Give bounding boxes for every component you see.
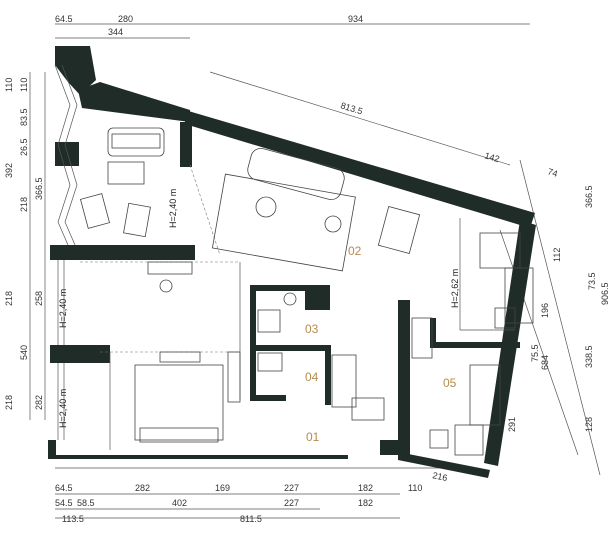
dim-bottom-r3-1: 113.5 bbox=[62, 514, 84, 524]
dim-right-10: 128 bbox=[584, 417, 594, 432]
dim-interior-1: 813.5 bbox=[339, 100, 363, 116]
dim-left-1: 110 bbox=[4, 78, 14, 92]
dim-right-3: 73.5 bbox=[587, 272, 597, 290]
dim-bottom-r1-3: 169 bbox=[215, 483, 230, 493]
dim-bottom-r2-1: 54.5 bbox=[55, 498, 73, 508]
height-label-study: H=2,40 m bbox=[58, 289, 68, 328]
dim-left-10: 540 bbox=[19, 345, 29, 360]
height-labels: H=2,40 m H=2,62 m H=2,40 m H=2,40 m bbox=[58, 189, 460, 428]
dim-bottom-r2-3: 402 bbox=[172, 498, 187, 508]
dim-top: 64.5 280 934 344 bbox=[55, 14, 363, 37]
dim-left-12: 282 bbox=[34, 395, 44, 410]
dim-bottom-r1-5: 182 bbox=[358, 483, 373, 493]
dim-left-8: 218 bbox=[4, 291, 14, 306]
height-label-kitchen: H=2,62 m bbox=[450, 269, 460, 308]
dim-top-4: 344 bbox=[108, 27, 123, 37]
dim-bottom-r1-1: 64.5 bbox=[55, 483, 73, 493]
room-05-label: 05 bbox=[443, 376, 457, 390]
dim-left-9: 258 bbox=[34, 291, 44, 306]
dim-right-8: 338.5 bbox=[584, 345, 594, 368]
dim-bottom-r1-2: 282 bbox=[135, 483, 150, 493]
dim-left-5: 392 bbox=[4, 163, 14, 178]
dim-right-6: 75.5 bbox=[530, 344, 540, 362]
dim-bottom-r1-4: 227 bbox=[284, 483, 299, 493]
dim-bottom-r3-2: 811.5 bbox=[240, 514, 262, 524]
room-04-label: 04 bbox=[305, 370, 319, 384]
dim-right-4: 906.5 bbox=[600, 282, 610, 305]
room-labels: 01 02 03 04 05 bbox=[305, 244, 457, 444]
room-01-label: 01 bbox=[306, 430, 320, 444]
dim-left-3: 83.5 bbox=[19, 108, 29, 126]
dim-interior-2: 142 bbox=[483, 150, 500, 164]
dim-bottom-r2-2: 58.5 bbox=[77, 498, 95, 508]
dim-interior-4: 216 bbox=[432, 470, 449, 483]
dim-top-1: 64.5 bbox=[55, 14, 73, 24]
dim-top-2: 280 bbox=[118, 14, 133, 24]
dim-left-4: 26.5 bbox=[19, 138, 29, 156]
windows bbox=[54, 64, 78, 440]
dim-left-11: 218 bbox=[4, 395, 14, 410]
room-03-label: 03 bbox=[305, 322, 319, 336]
dim-right: 366.5 112 73.5 906.5 196 75.5 684 338.5 … bbox=[507, 185, 610, 432]
furniture bbox=[80, 127, 534, 456]
height-label-top: H=2,40 m bbox=[168, 189, 178, 228]
dim-left-7: 218 bbox=[19, 197, 29, 212]
dim-interior-3: 74 bbox=[546, 166, 559, 178]
walls bbox=[48, 46, 536, 478]
dim-bottom-r2-5: 182 bbox=[358, 498, 373, 508]
dim-interior: 813.5 142 74 216 bbox=[339, 100, 559, 483]
room-02-label: 02 bbox=[348, 244, 362, 258]
dim-left-6: 366.5 bbox=[34, 177, 44, 200]
dim-top-3: 934 bbox=[348, 14, 363, 24]
dim-right-7: 684 bbox=[540, 355, 550, 370]
dim-bottom: 64.5 282 169 227 182 110 54.5 58.5 402 2… bbox=[55, 483, 422, 524]
height-label-bedroom: H=2,40 m bbox=[58, 389, 68, 428]
dim-right-5: 196 bbox=[540, 303, 550, 318]
dim-left: 110 110 83.5 26.5 392 366.5 218 218 258 … bbox=[4, 78, 44, 410]
dim-left-2: 110 bbox=[19, 78, 29, 92]
dim-right-2: 112 bbox=[552, 248, 562, 262]
dim-right-9: 291 bbox=[507, 417, 517, 432]
dim-bottom-r2-4: 227 bbox=[284, 498, 299, 508]
dim-bottom-r1-6: 110 bbox=[408, 483, 422, 493]
dim-right-1: 366.5 bbox=[584, 185, 594, 208]
